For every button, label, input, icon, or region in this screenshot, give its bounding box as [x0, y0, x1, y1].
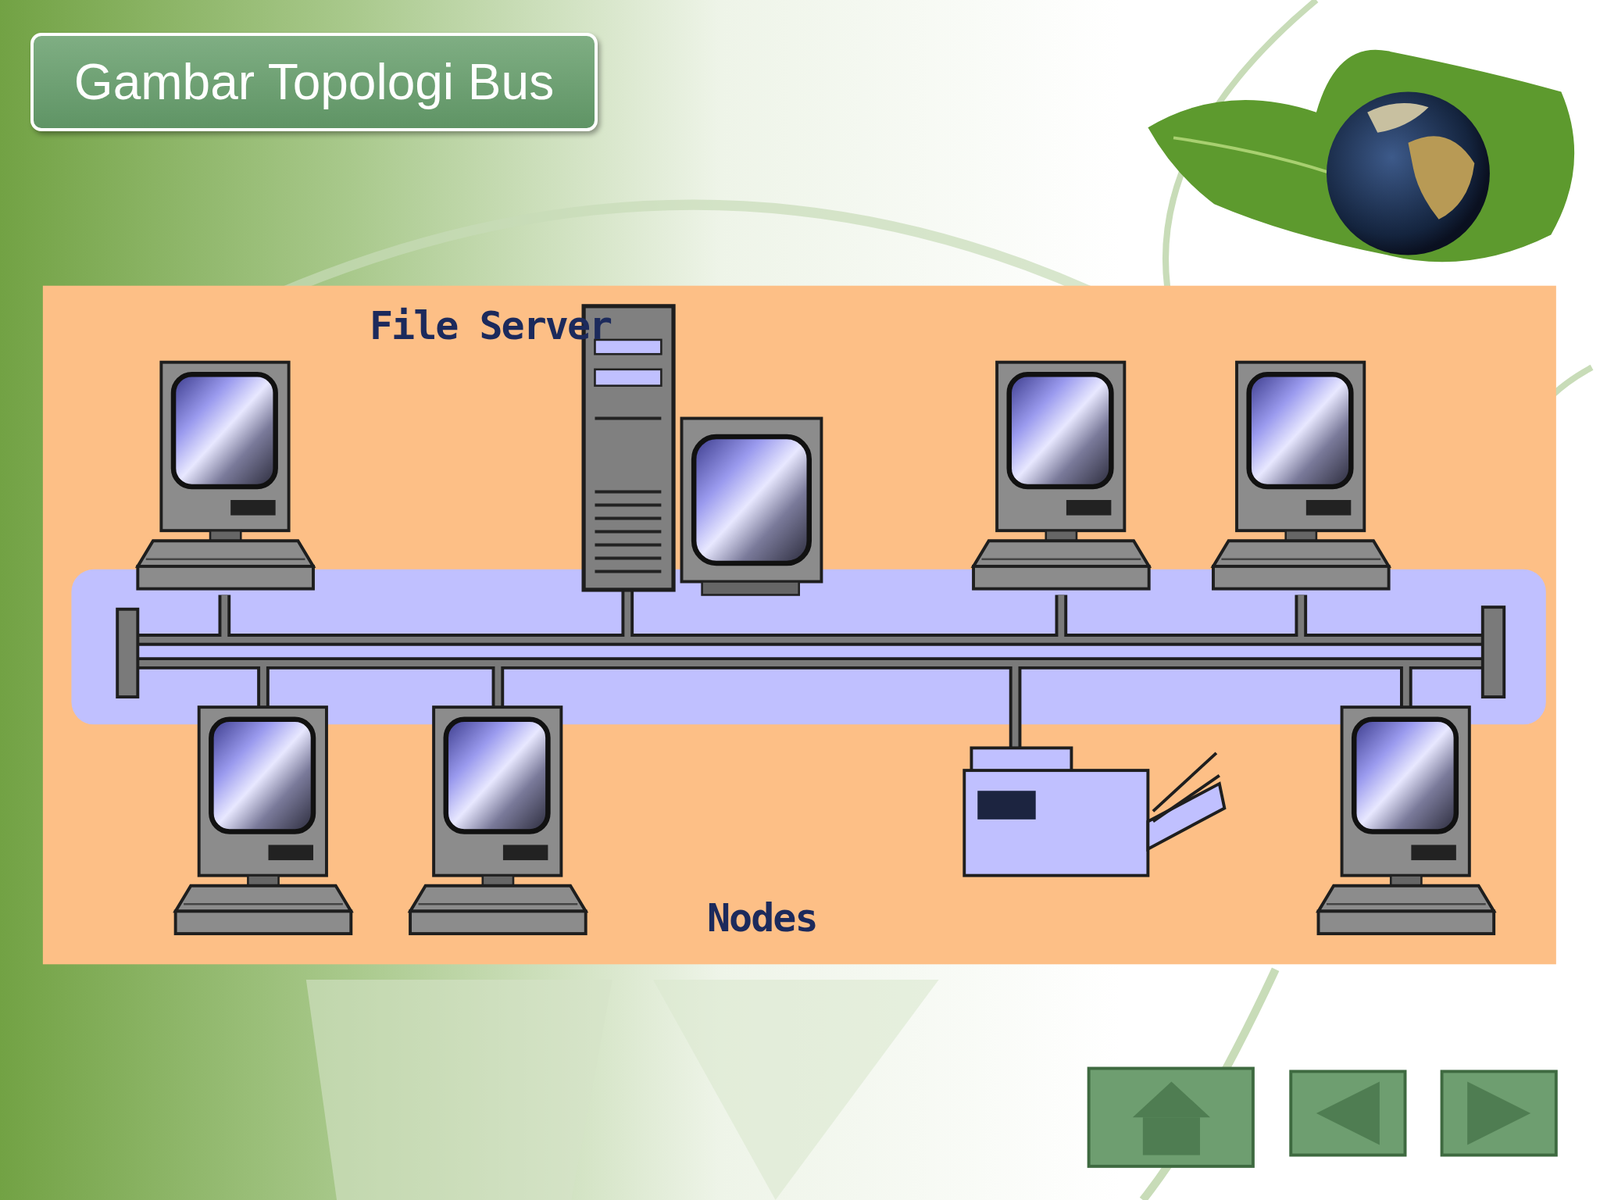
vent-lines: [594, 418, 661, 572]
art-part: [594, 530, 661, 534]
printer-display: [977, 790, 1036, 820]
art-part: [127, 633, 1492, 647]
nav-buttons: [1089, 1068, 1557, 1167]
art-part: [127, 657, 1492, 670]
next-icon: [1467, 1081, 1531, 1145]
art-part: [594, 490, 661, 494]
server-tower: [583, 306, 674, 590]
art-part: [1297, 594, 1304, 640]
computer-node: [973, 362, 1150, 590]
bus-band: [71, 569, 1546, 725]
art-part: [1012, 663, 1019, 750]
art-part: [594, 503, 661, 508]
art-part: [1294, 594, 1308, 640]
server-monitor: [681, 418, 822, 583]
continent: [1407, 135, 1475, 220]
art-part: [1057, 594, 1065, 640]
art-part: [1403, 663, 1410, 708]
art-part: [1055, 594, 1068, 640]
decor-shape: [306, 979, 613, 1200]
monitor-screen: [693, 436, 810, 564]
computer-node: [137, 362, 314, 590]
home-button: [1089, 1068, 1254, 1167]
home-icon: [1132, 1081, 1211, 1118]
monitor-base: [702, 581, 800, 595]
file-server: [583, 306, 822, 596]
art-part: [1009, 663, 1022, 750]
art-part: [594, 543, 661, 547]
title-box: Gambar Topologi Bus: [30, 32, 598, 132]
art-part: [621, 589, 634, 640]
art-part: [624, 589, 631, 640]
leaf: [1147, 50, 1575, 263]
terminator: [117, 609, 138, 697]
paper-sheet: [1153, 753, 1217, 811]
terminator: [1482, 607, 1504, 697]
computer-node: [1318, 707, 1495, 934]
art-part: [257, 663, 270, 708]
art-part: [260, 663, 267, 708]
printer: [964, 747, 1225, 875]
cable-core: [127, 589, 1492, 750]
art-part: [594, 569, 661, 573]
art-part: [594, 556, 661, 560]
prev-icon: [1316, 1081, 1380, 1145]
computer-node: [1213, 362, 1390, 590]
art-part: [1400, 663, 1413, 708]
home-icon: [1142, 1117, 1200, 1155]
art-part: [221, 594, 228, 640]
nodes-label: Nodes: [707, 895, 818, 941]
diagram-panel: [42, 285, 1557, 965]
printer-body: [964, 770, 1148, 876]
paper-sheet: [1153, 775, 1220, 822]
leaf-globe: [1147, 50, 1575, 263]
art-part: [218, 594, 232, 640]
art-part: [594, 517, 661, 521]
continent: [1367, 103, 1429, 133]
drive-bay: [594, 369, 661, 386]
art-part: [127, 636, 1492, 643]
globe: [1326, 92, 1490, 256]
prev-button: [1290, 1071, 1405, 1155]
computer-node: [410, 707, 586, 934]
server-label: File Server: [369, 303, 611, 349]
art-part: [494, 663, 501, 708]
art-part: [492, 663, 505, 708]
decor-shape: [653, 979, 940, 1200]
leaf-vein: [1173, 137, 1347, 179]
computer-node: [175, 707, 352, 934]
art-part: [127, 660, 1492, 667]
slide-title: Gambar Topologi Bus: [74, 53, 554, 111]
cable-outline: [127, 589, 1492, 750]
next-button: [1442, 1071, 1557, 1155]
art-part: [594, 417, 661, 421]
